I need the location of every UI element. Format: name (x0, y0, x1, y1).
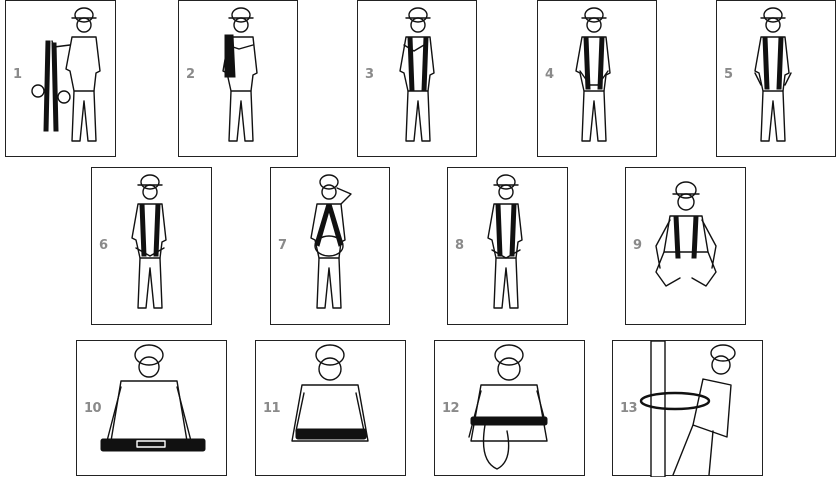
worker-adjusting-leg-straps-illustration (448, 168, 569, 326)
worker-back-view-illustration (271, 168, 391, 326)
worker-untangling-straps-illustration (179, 1, 299, 158)
worker-squat-check-illustration (626, 168, 747, 326)
step-number-6: 6 (99, 238, 108, 253)
step-panel-13: 13 (612, 340, 763, 476)
step-panel-12: 12 (434, 340, 585, 476)
step-number-4: 4 (545, 67, 554, 82)
step-number-10: 10 (84, 401, 101, 416)
step-number-2: 2 (186, 67, 195, 82)
step-number-11: 11 (263, 401, 280, 416)
step-panel-9: 9 (625, 167, 746, 325)
step-panel-1: 1 (5, 0, 116, 157)
step-number-3: 3 (365, 67, 374, 82)
step-panel-11: 11 (255, 340, 406, 476)
step-number-7: 7 (278, 238, 287, 253)
step-panel-5: 5 (716, 0, 836, 157)
worker-fastening-leg-straps-illustration (92, 168, 213, 326)
step-number-9: 9 (633, 238, 642, 253)
step-number-12: 12 (442, 401, 459, 416)
step-number-8: 8 (455, 238, 464, 253)
step-panel-6: 6 (91, 167, 212, 325)
worker-holding-harness-illustration (6, 1, 117, 158)
step-panel-8: 8 (447, 167, 568, 325)
step-panel-4: 4 (537, 0, 657, 157)
step-panel-3: 3 (357, 0, 477, 157)
step-panel-10: 10 (76, 340, 227, 476)
step-panel-2: 2 (178, 0, 298, 157)
step-panel-7: 7 (270, 167, 390, 325)
worker-putting-on-harness-illustration (358, 1, 478, 158)
worker-harness-on-shoulders-illustration (538, 1, 658, 158)
step-number-13: 13 (620, 401, 637, 416)
worker-leg-straps-hanging-illustration (717, 1, 836, 158)
step-number-5: 5 (724, 67, 733, 82)
step-number-1: 1 (13, 67, 22, 82)
